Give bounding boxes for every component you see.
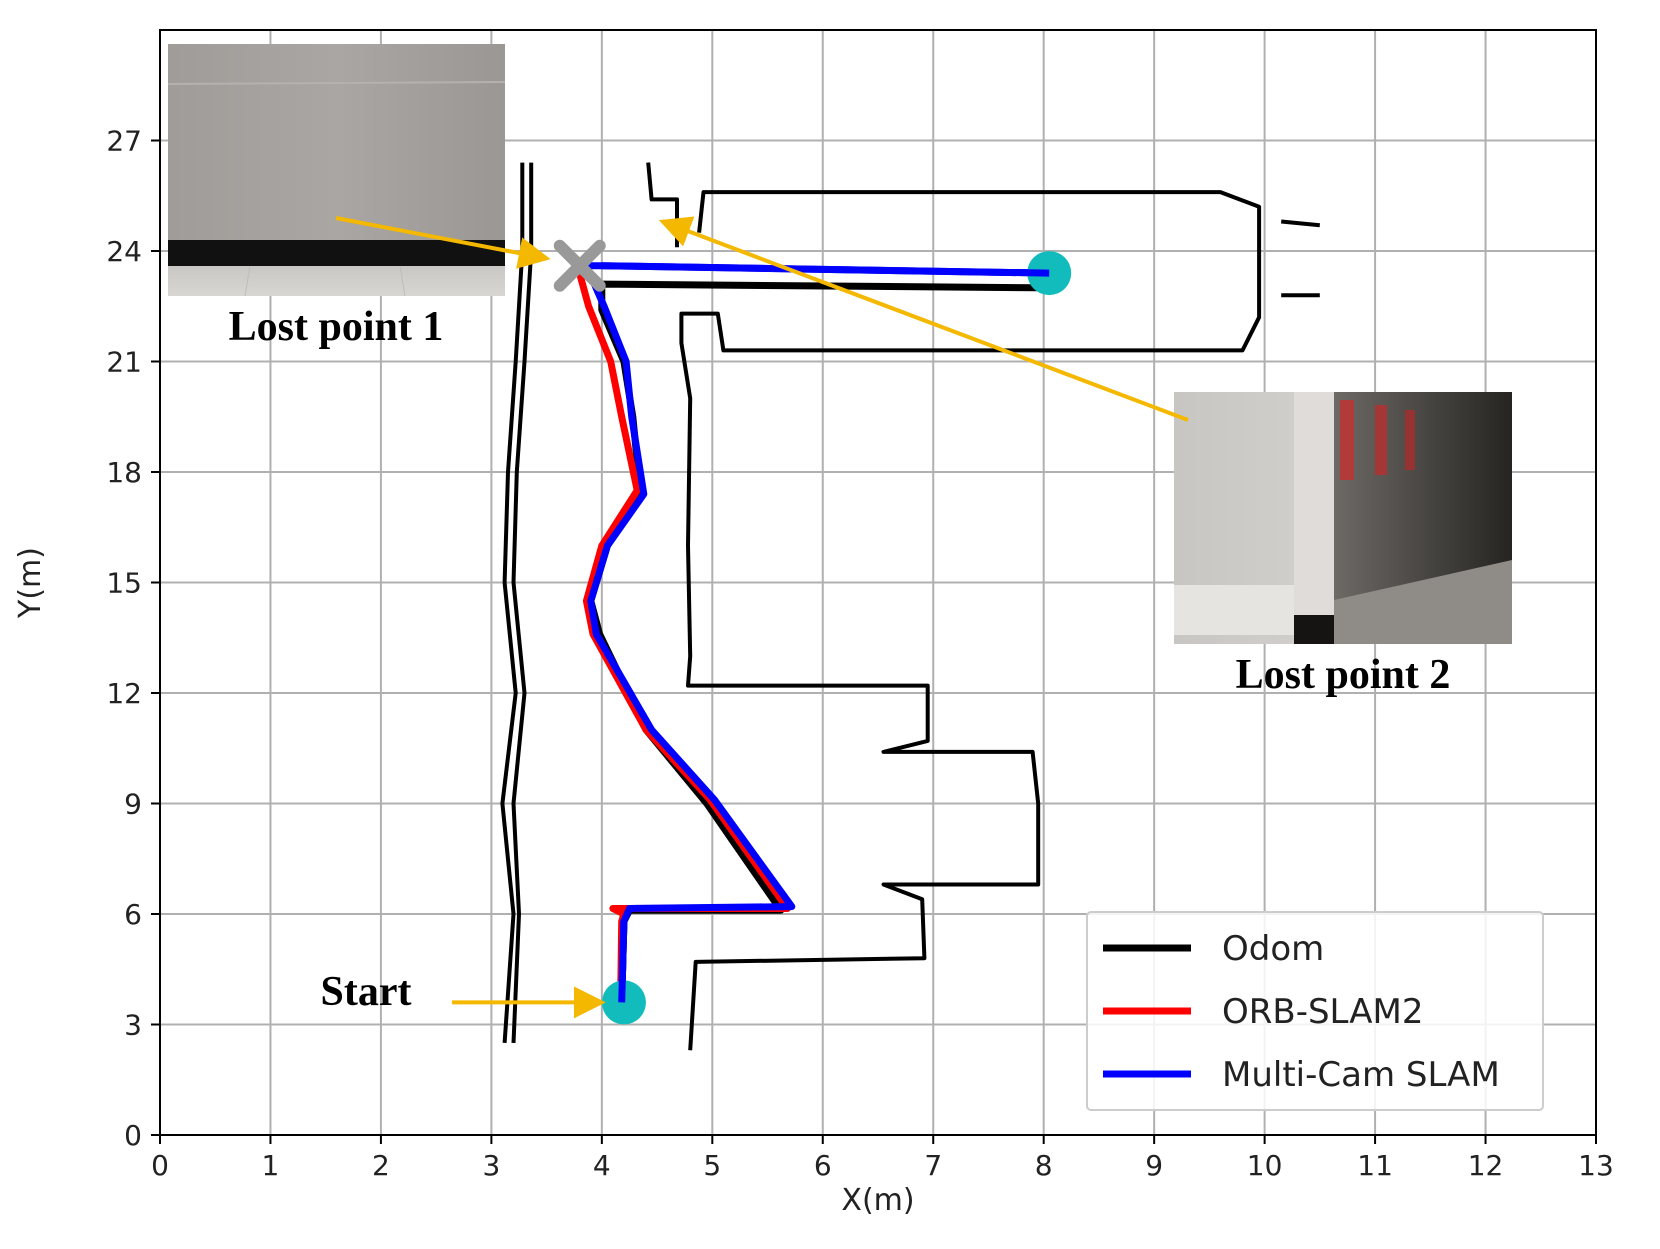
x-tick-label: 4 [593, 1149, 611, 1182]
legend-label-odom: Odom [1222, 929, 1324, 969]
x-axis-label: X(m) [841, 1183, 914, 1218]
map-wall [1281, 219, 1320, 228]
lost-x-marker [553, 239, 606, 292]
y-axis-label: Y(m) [13, 547, 48, 619]
map-wall [511, 162, 534, 1043]
x-tick-label: 1 [262, 1149, 280, 1182]
lost-point-1-photo [167, 44, 506, 297]
lost-point-2-photo [1174, 392, 1512, 644]
map-walls [500, 162, 1320, 1051]
map-wall [679, 190, 1262, 1051]
x-tick-label: 0 [151, 1149, 169, 1182]
y-ticks: 0 3 6 9 12 15 18 21 24 27 [106, 125, 160, 1152]
legend: Odom ORB-SLAM2 Multi-Cam SLAM [1086, 911, 1544, 1111]
series-multi-cam-slam-start [618, 921, 628, 1003]
x-tick-label: 3 [482, 1149, 500, 1182]
x-tick-label: 13 [1578, 1149, 1614, 1182]
x-tick-label: 8 [1035, 1149, 1053, 1182]
x-tick-label: 5 [703, 1149, 721, 1182]
y-tick-label: 9 [124, 788, 142, 821]
end-marker [1027, 251, 1072, 296]
x-tick-label: 10 [1247, 1149, 1283, 1182]
markers [553, 239, 1072, 1025]
y-tick-label: 12 [106, 677, 142, 710]
lost-point-2-label: Lost point 2 [1236, 652, 1451, 698]
y-tick-label: 27 [106, 125, 142, 158]
x-tick-label: 9 [1145, 1149, 1163, 1182]
x-tick-label: 2 [372, 1149, 390, 1182]
series-multi-cam-slam-end [601, 262, 1050, 277]
lost-point-1-label: Lost point 1 [229, 304, 444, 350]
y-tick-label: 18 [106, 456, 142, 489]
y-tick-label: 15 [106, 567, 142, 600]
y-tick-label: 6 [124, 898, 142, 931]
y-tick-label: 21 [106, 346, 142, 379]
start-label: Start [321, 969, 412, 1015]
map-wall [500, 162, 525, 1044]
legend-label-orb-slam2: ORB-SLAM2 [1222, 992, 1424, 1032]
lost-point-2-arrow [658, 216, 1189, 422]
legend-box [1086, 911, 1544, 1111]
x-tick-label: 12 [1468, 1149, 1504, 1182]
x-tick-label: 11 [1357, 1149, 1393, 1182]
lost-point-1-arrow [335, 216, 551, 269]
x-tick-label: 7 [924, 1149, 942, 1182]
x-tick-label: 6 [814, 1149, 832, 1182]
y-tick-label: 3 [124, 1009, 142, 1042]
y-tick-label: 0 [124, 1119, 142, 1152]
legend-label-multi-cam-slam: Multi-Cam SLAM [1222, 1055, 1500, 1095]
y-tick-label: 24 [106, 235, 142, 268]
